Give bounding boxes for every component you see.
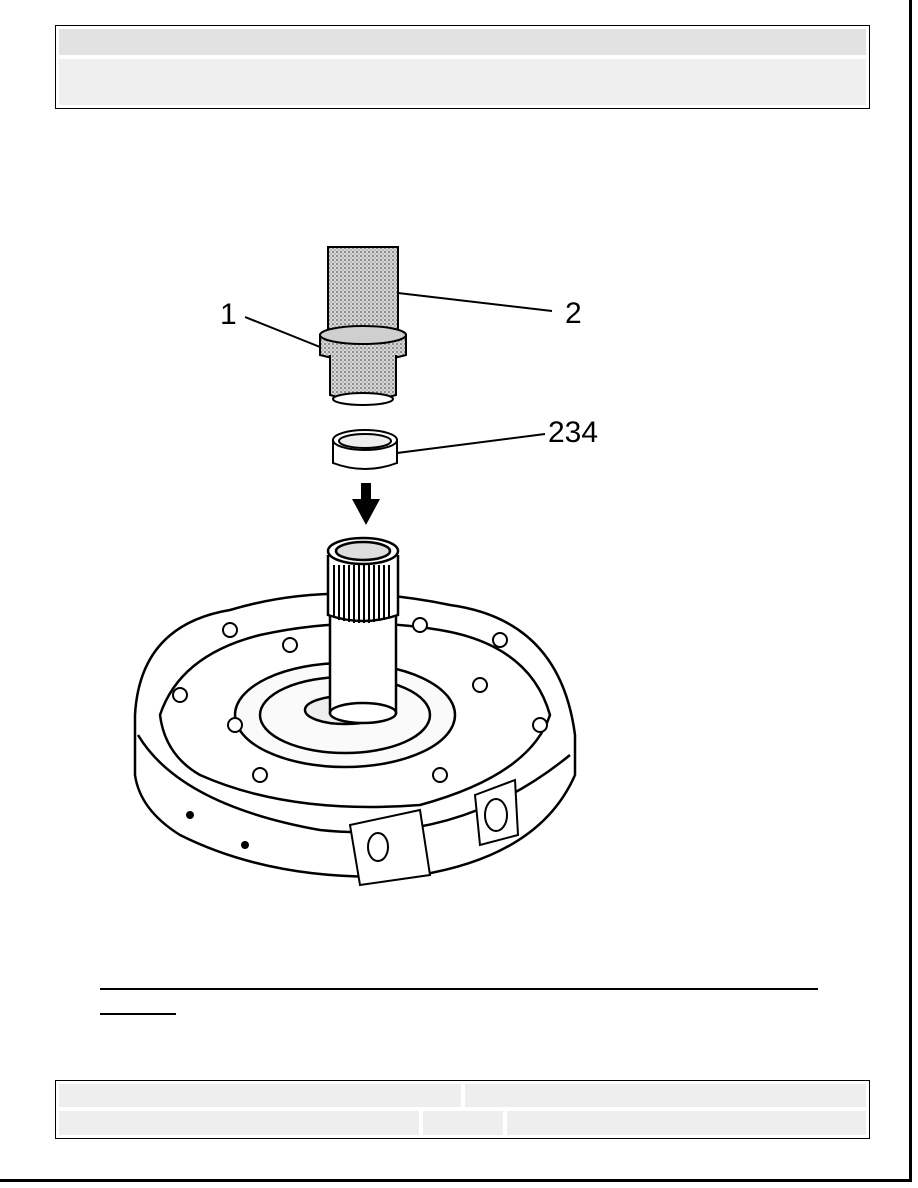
footer-cell-right-top — [465, 1084, 866, 1107]
callout-leaders — [244, 292, 553, 454]
header-title-bar — [59, 29, 866, 55]
note-rule-long — [100, 988, 818, 990]
installer-tool — [319, 246, 407, 406]
header-subtitle-bar — [59, 59, 866, 105]
header-table — [55, 25, 870, 109]
footer-cell-right-bottom — [507, 1111, 866, 1135]
stator-shaft — [326, 536, 400, 725]
callout-234: 234 — [548, 416, 598, 449]
install-direction-arrow — [352, 483, 380, 525]
bushing-234 — [332, 429, 398, 470]
callout-2: 2 — [565, 297, 582, 330]
footer-table — [55, 1080, 870, 1139]
pump-bushing-install-figure: 1 2 234 — [133, 246, 598, 887]
footer-cell-left-bottom — [59, 1111, 419, 1135]
pump-side-ports — [186, 778, 520, 887]
note-rule-short — [100, 1013, 176, 1015]
footer-cell-mid-bottom — [423, 1111, 503, 1135]
shaft-splines — [333, 565, 390, 623]
callout-1: 1 — [220, 298, 237, 331]
footer-cell-left-top — [59, 1084, 461, 1107]
